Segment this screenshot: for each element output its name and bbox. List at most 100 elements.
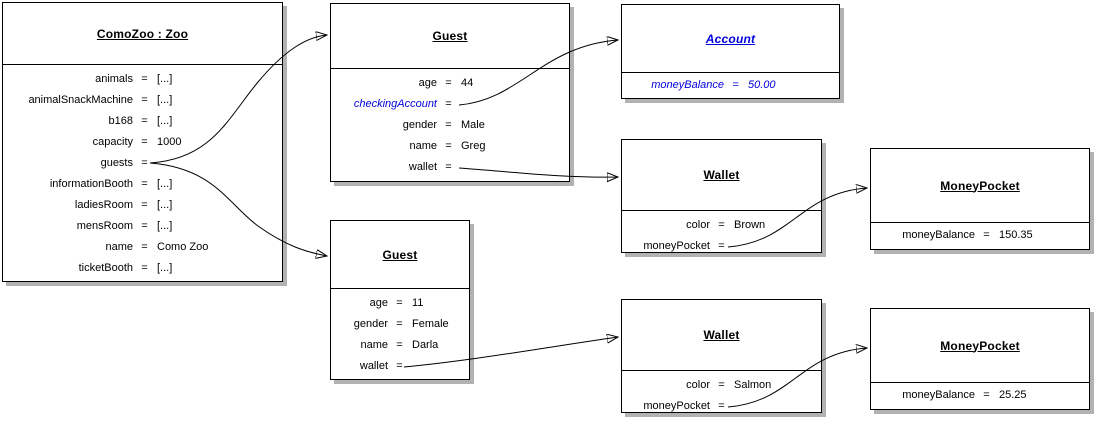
object-box-header: Wallet: [622, 140, 821, 211]
field-value: [...]: [157, 198, 173, 211]
field-label: mensRoom: [76, 219, 133, 232]
object-title: MoneyPocket: [940, 338, 1020, 353]
object-box-header: MoneyPocket: [871, 149, 1089, 223]
field-value: 50.00: [748, 78, 776, 91]
field-equals: =: [396, 359, 403, 372]
object-box-wallet-salmon[interactable]: Wallet color = Salmon moneyPocket =: [621, 299, 822, 413]
object-box-header: Wallet: [622, 300, 821, 371]
field-label: moneyPocket: [643, 239, 710, 252]
field-list: color = Brown moneyPocket =: [622, 211, 821, 256]
object-box-header: MoneyPocket: [871, 309, 1089, 383]
field-row-color: color = Brown: [622, 214, 821, 235]
field-row-moneybalance: moneyBalance = 150.35: [871, 224, 1089, 245]
field-label: color: [686, 378, 710, 391]
object-title: Wallet: [703, 168, 740, 182]
field-row-wallet: wallet =: [331, 156, 569, 177]
field-row-age: age = 44: [331, 72, 569, 93]
field-value: Salmon: [734, 378, 772, 391]
field-equals: =: [445, 76, 452, 89]
object-box-header: Account: [622, 5, 839, 73]
object-box-wallet-brown[interactable]: Wallet color = Brown moneyPocket =: [621, 139, 822, 253]
field-value: [...]: [157, 261, 173, 274]
field-row-gender: gender = Female: [331, 313, 469, 334]
field-equals: =: [141, 93, 148, 106]
field-row-moneypocket: moneyPocket =: [622, 395, 821, 416]
field-label: gender: [353, 317, 388, 330]
object-box-guest-greg[interactable]: Guest age = 44 checkingAccount = gender …: [330, 3, 570, 182]
field-label: ticketBooth: [78, 261, 133, 274]
field-equals: =: [718, 399, 725, 412]
field-label: age: [369, 296, 388, 309]
field-equals: =: [396, 296, 403, 309]
object-title: Guest: [432, 29, 468, 43]
field-value: 25.25: [999, 388, 1027, 401]
object-box-header: Guest: [331, 221, 469, 289]
field-label: b168: [108, 114, 133, 127]
field-label: informationBooth: [49, 177, 133, 190]
object-box-guest-darla[interactable]: Guest age = 11 gender = Female name = Da…: [330, 220, 470, 380]
field-value: [...]: [157, 93, 173, 106]
field-equals: =: [141, 72, 148, 85]
field-row-wallet: wallet =: [331, 355, 469, 376]
field-value: [...]: [157, 114, 173, 127]
object-title: Account: [705, 31, 756, 46]
field-equals: =: [396, 317, 403, 330]
field-value: [...]: [157, 72, 173, 85]
field-label: moneyPocket: [643, 399, 710, 412]
field-row-animals: animals = [...]: [3, 68, 282, 89]
field-equals: =: [141, 240, 148, 253]
object-title: MoneyPocket: [940, 178, 1020, 193]
field-row-ladiesroom: ladiesRoom = [...]: [3, 194, 282, 215]
field-equals: =: [718, 218, 725, 231]
field-value: 44: [461, 76, 474, 89]
field-equals: =: [141, 177, 148, 190]
field-value: 11: [412, 296, 424, 309]
field-row-guests: guests =: [3, 152, 282, 173]
field-equals: =: [141, 219, 148, 232]
field-row-capacity: capacity = 1000: [3, 131, 282, 152]
field-label: capacity: [92, 135, 133, 148]
field-equals: =: [732, 78, 739, 91]
field-label: gender: [402, 118, 437, 131]
object-box-header: ComoZoo : Zoo: [3, 3, 282, 65]
field-label: wallet: [359, 359, 388, 372]
field-row-animalsnackmachine: animalSnackMachine = [...]: [3, 89, 282, 110]
object-box-comozoo[interactable]: ComoZoo : Zoo animals = [...] animalSnac…: [2, 2, 283, 282]
object-box-account[interactable]: Account moneyBalance = 50.00: [621, 4, 840, 99]
field-row-gender: gender = Male: [331, 114, 569, 135]
object-box-moneypocket-1[interactable]: MoneyPocket moneyBalance = 150.35: [870, 148, 1090, 250]
field-equals: =: [141, 135, 148, 148]
field-equals: =: [718, 378, 725, 391]
field-row-moneybalance: moneyBalance = 50.00: [622, 74, 839, 95]
field-value: Male: [461, 118, 485, 131]
field-label: guests: [100, 156, 133, 169]
field-list: moneyBalance = 150.35: [871, 223, 1089, 245]
field-label: animalSnackMachine: [28, 93, 133, 106]
field-row-name: name = Darla: [331, 334, 469, 355]
field-equals: =: [983, 228, 990, 241]
field-equals: =: [141, 114, 148, 127]
field-value: Darla: [412, 338, 439, 351]
field-value: Greg: [461, 139, 486, 152]
field-equals: =: [141, 261, 148, 274]
field-value: [...]: [157, 219, 173, 232]
field-value: 150.35: [999, 228, 1033, 241]
object-box-moneypocket-2[interactable]: MoneyPocket moneyBalance = 25.25: [870, 308, 1090, 410]
field-list: color = Salmon moneyPocket =: [622, 371, 821, 416]
field-value: Brown: [734, 218, 766, 231]
field-list: moneyBalance = 50.00: [622, 73, 839, 95]
field-list: age = 44 checkingAccount = gender = Male…: [331, 69, 569, 177]
field-row-name: name = Como Zoo: [3, 236, 282, 257]
field-value: Como Zoo: [157, 240, 209, 253]
field-label: moneyBalance: [651, 78, 724, 91]
field-label: moneyBalance: [902, 228, 975, 241]
field-label: ladiesRoom: [74, 198, 133, 211]
field-label: name: [409, 139, 437, 152]
field-value: Female: [412, 317, 449, 330]
field-row-ticketbooth: ticketBooth = [...]: [3, 257, 282, 278]
field-row-b168: b168 = [...]: [3, 110, 282, 131]
field-equals: =: [141, 156, 148, 169]
field-row-name: name = Greg: [331, 135, 569, 156]
field-equals: =: [396, 338, 403, 351]
field-equals: =: [141, 198, 148, 211]
